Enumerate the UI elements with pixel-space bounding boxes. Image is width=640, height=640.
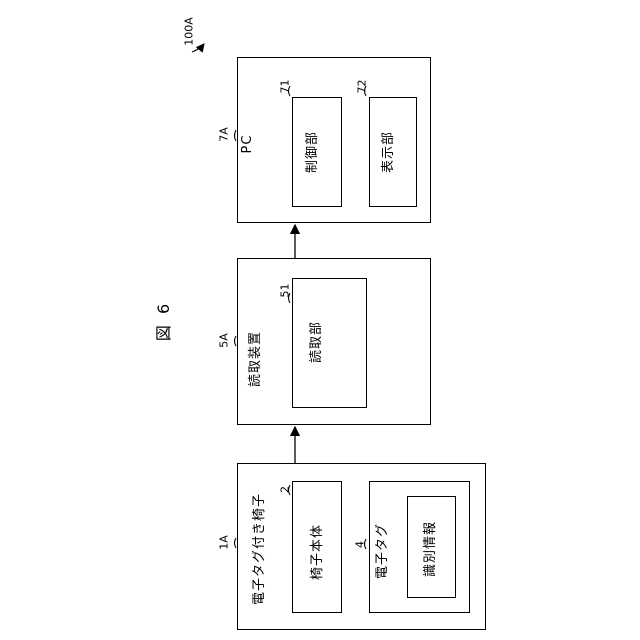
chair-title: 電子タグ付き椅子 [253,484,267,614]
figure-label: 図 6 [156,296,174,346]
leader-1a [235,538,237,548]
leader-7a [235,130,237,141]
control-unit-label: 制御部 [306,117,320,187]
identification-info-label: 識別情報 [424,514,438,584]
display-unit-label: 表示部 [382,117,396,187]
system-reference-number: 100A [184,12,197,52]
electronic-tag-reference-number: 4 [355,530,368,560]
chair-reference-number: 1A [219,528,232,558]
display-unit-reference-number: 72 [357,72,370,102]
chair-body-label: 椅子本体 [311,517,325,587]
pc-reference-number: 7A [219,120,232,150]
reader-device-reference-number: 5A [219,326,232,356]
pc-title: PC [241,124,255,164]
chair-body-reference-number: 2 [280,475,293,505]
control-unit-reference-number: 71 [280,72,293,102]
electronic-tag-label: 電子タグ [376,516,390,586]
reader-unit-reference-number: 51 [280,276,293,306]
leader-5a [235,336,237,346]
reader-unit-label: 読取部 [310,307,324,377]
reader-device-title: 読取装置 [249,319,263,399]
